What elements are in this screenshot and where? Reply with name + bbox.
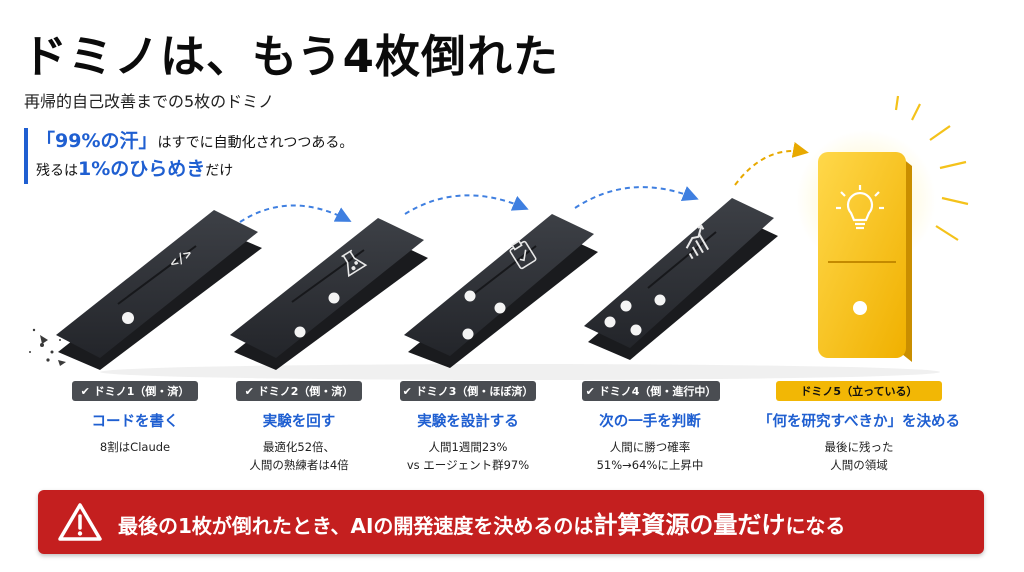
- domino-4-desc-line1: 人間に勝つ確率: [609, 440, 691, 454]
- quote-emphasis-2: 1%のひらめき: [78, 158, 206, 180]
- domino-5: [796, 130, 936, 362]
- conclusion-banner: 最後の1枚が倒れたとき、AIの開発速度を決めるのは計算資源の量だけになる: [38, 490, 984, 554]
- page-subtitle: 再帰的自己改善までの5枚のドミノ: [24, 92, 275, 111]
- domino-4: [584, 198, 778, 360]
- domino-5-desc-line2: 人間の領域: [830, 458, 888, 472]
- check-icon: ✔: [244, 384, 254, 398]
- growth-chart-icon: [685, 224, 710, 260]
- domino-2-title: 実験を回す: [262, 414, 336, 430]
- domino-3-badge-text: ドミノ3（倒・ほぼ済）: [415, 385, 534, 398]
- flow-arrow-3: [574, 186, 699, 209]
- quote-text-1: はすでに自動化されつつある。: [157, 135, 354, 151]
- domino-3-badge: ✔ドミノ3（倒・ほぼ済）: [400, 381, 536, 401]
- domino-2-badge-text: ドミノ2（倒・済）: [257, 385, 354, 398]
- flow-arrow-1: [239, 204, 352, 223]
- domino-4-title: 次の一手を判断: [599, 414, 701, 430]
- domino-1-badge: ✔ドミノ1（倒・済）: [72, 381, 198, 401]
- domino-1-desc: 8割はClaude: [50, 438, 220, 456]
- domino-3-desc: 人間1週間23% vs エージェント群97%: [383, 438, 553, 474]
- domino-1: [56, 210, 262, 370]
- lightbulb-icon: [836, 185, 884, 230]
- check-icon: ✔: [402, 384, 412, 398]
- domino-4-desc: 人間に勝つ確率 51%→64%に上昇中: [565, 438, 735, 474]
- check-icon: ✔: [585, 384, 595, 398]
- conclusion-emphasis: 計算資源の量だけ: [593, 510, 786, 539]
- quote-line-1: 「99%の汗」はすでに自動化されつつある。: [36, 128, 353, 156]
- quote-line-2: 残るは1%のひらめきだけ: [36, 156, 353, 184]
- flask-icon: [341, 249, 368, 278]
- domino-3-desc-line2: vs エージェント群97%: [406, 458, 530, 472]
- check-icon: ✔: [80, 384, 90, 398]
- domino-4-badge-text: ドミノ4（倒・進行中）: [598, 385, 717, 398]
- domino-5-badge-text: ドミノ5（立っている）: [800, 385, 918, 398]
- domino-4-desc-line2: 51%→64%に上昇中: [596, 458, 704, 472]
- domino-1-desc-line1: 8割はClaude: [99, 440, 171, 454]
- conclusion-part-1: 最後の1枚が倒れたとき、AIの開発速度を決めるのは: [118, 513, 594, 538]
- domino-5-badge: ドミノ5（立っている）: [776, 381, 942, 401]
- domino-2-badge: ✔ドミノ2（倒・済）: [236, 381, 362, 401]
- domino-3: [404, 214, 598, 368]
- flow-arrow-4: [734, 142, 809, 186]
- domino-1-title: コードを書く: [91, 414, 179, 430]
- page-title: ドミノは、もう4枚倒れた: [22, 30, 559, 83]
- clipboard-icon: [509, 239, 537, 270]
- domino-3-title: 実験を設計する: [417, 414, 519, 430]
- impact-debris: [29, 328, 66, 366]
- domino-5-title: 「何を研究すべきか」を決める: [758, 414, 960, 430]
- domino-4-badge: ✔ドミノ4（倒・進行中）: [582, 381, 720, 401]
- conclusion-part-3: になる: [785, 513, 846, 538]
- domino-3-desc-line1: 人間1週間23%: [428, 440, 508, 454]
- warning-icon: [58, 503, 102, 541]
- domino-5-desc: 最後に残った 人間の領域: [774, 438, 944, 474]
- quote-emphasis-1: 「99%の汗」: [36, 130, 158, 152]
- domino-2-desc: 最適化52倍、 人間の熟練者は4倍: [214, 438, 384, 474]
- light-rays: [894, 95, 969, 241]
- key-quote: 「99%の汗」はすでに自動化されつつある。 残るは1%のひらめきだけ: [24, 128, 353, 184]
- domino-2: [230, 218, 428, 370]
- domino-2-desc-line1: 最適化52倍、: [262, 440, 336, 454]
- conclusion-text: 最後の1枚が倒れたとき、AIの開発速度を決めるのは計算資源の量だけになる: [118, 505, 845, 540]
- domino-2-desc-line2: 人間の熟練者は4倍: [249, 458, 349, 472]
- flow-arrow-2: [404, 194, 529, 215]
- quote-text-2a: 残るは: [36, 163, 78, 179]
- domino-5-desc-line1: 最後に残った: [824, 440, 894, 454]
- quote-text-2b: だけ: [205, 163, 234, 179]
- domino-1-badge-text: ドミノ1（倒・済）: [93, 385, 190, 398]
